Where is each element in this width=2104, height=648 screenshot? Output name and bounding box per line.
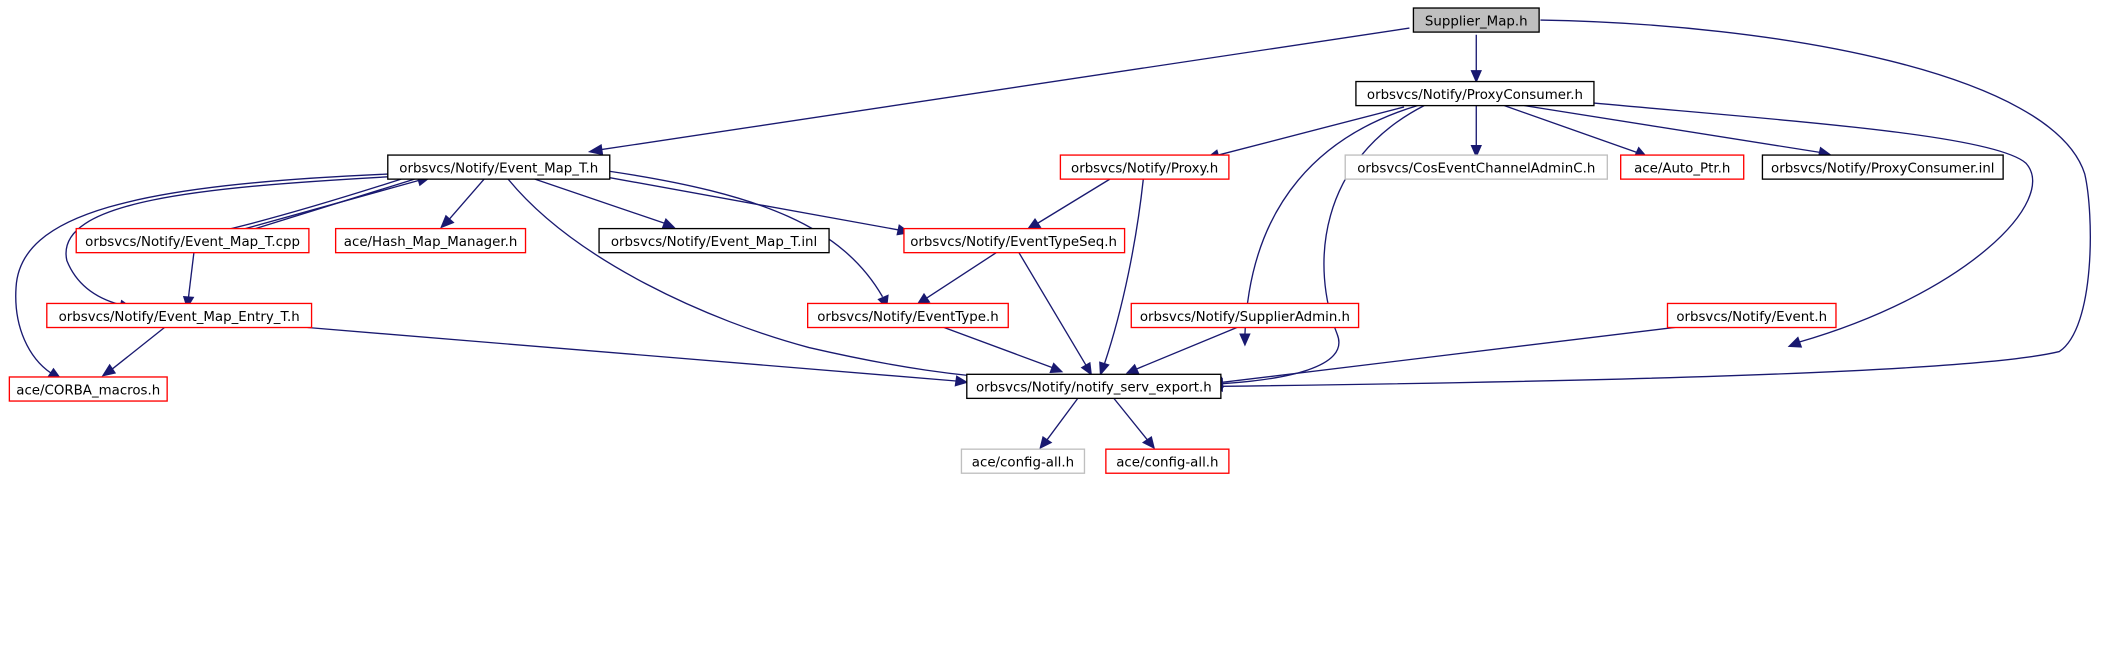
- edge-supplier-admin-to-notify-serv-export: [1125, 326, 1238, 375]
- edge-event-map-t-h-to-hash-map-manager: [440, 178, 485, 229]
- svg-text:orbsvcs/Notify/ProxyConsumer.h: orbsvcs/Notify/ProxyConsumer.h: [1367, 88, 1583, 103]
- node-supplier-map-h[interactable]: Supplier_Map.h: [1412, 7, 1540, 33]
- node-event-map-t-inl[interactable]: orbsvcs/Notify/Event_Map_T.inl: [598, 227, 830, 254]
- svg-text:orbsvcs/Notify/Proxy.h: orbsvcs/Notify/Proxy.h: [1071, 161, 1218, 176]
- edge-proxy-to-notify-serv-export: [1099, 179, 1144, 377]
- edge-event-map-t-h-to-corba-macros: [15, 173, 395, 380]
- edge-event-to-notify-serv-export: [1209, 325, 1685, 388]
- edge-event-type-to-notify-serv-export: [943, 326, 1064, 374]
- svg-text:orbsvcs/Notify/Event_Map_Entry: orbsvcs/Notify/Event_Map_Entry_T.h: [59, 310, 300, 325]
- svg-text:orbsvcs/Notify/SupplierAdmin.h: orbsvcs/Notify/SupplierAdmin.h: [1140, 310, 1350, 325]
- edge-supplier-map-to-proxy-consumer: [1470, 34, 1482, 84]
- node-notify-serv-export-h[interactable]: orbsvcs/Notify/notify_serv_export.h: [966, 373, 1222, 400]
- node-proxy-consumer-h[interactable]: orbsvcs/Notify/ProxyConsumer.h: [1355, 80, 1595, 107]
- node-auto-ptr-h[interactable]: ace/Auto_Ptr.h: [1620, 154, 1745, 180]
- edge-event-map-t-h-to-event-map-t-inl: [534, 178, 676, 229]
- edge-event-map-entry-t-h-to-notify-serv-export: [307, 326, 969, 387]
- edge-proxy-consumer-to-proxy-consumer-inl: [1524, 104, 1833, 158]
- node-config-all-h-red[interactable]: ace/config-all.h: [1105, 448, 1230, 474]
- edge-event-map-t-cpp-to-event-map-entry-t-h: [182, 252, 195, 310]
- svg-text:ace/Hash_Map_Manager.h: ace/Hash_Map_Manager.h: [344, 235, 518, 250]
- edge-event-type-seq-to-notify-serv-export: [1018, 252, 1092, 376]
- svg-text:Supplier_Map.h: Supplier_Map.h: [1425, 14, 1528, 29]
- node-event-map-t-cpp[interactable]: orbsvcs/Notify/Event_Map_T.cpp: [75, 227, 310, 254]
- edge-event-type-seq-to-event-type: [915, 252, 997, 306]
- svg-text:orbsvcs/Notify/Event_Map_T.inl: orbsvcs/Notify/Event_Map_T.inl: [611, 235, 817, 250]
- edge-event-map-t-h-to-event-type-seq: [588, 173, 911, 236]
- node-cos-event-channel-admin-c-h[interactable]: orbsvcs/CosEventChannelAdminC.h: [1344, 154, 1608, 180]
- node-proxy-h[interactable]: orbsvcs/Notify/Proxy.h: [1059, 154, 1230, 180]
- svg-text:orbsvcs/Notify/Event.h: orbsvcs/Notify/Event.h: [1676, 310, 1827, 325]
- node-supplier-admin-h[interactable]: orbsvcs/Notify/SupplierAdmin.h: [1130, 302, 1360, 329]
- svg-text:ace/CORBA_macros.h: ace/CORBA_macros.h: [16, 383, 160, 398]
- node-event-type-h[interactable]: orbsvcs/Notify/EventType.h: [807, 302, 1009, 329]
- edge-notify-serv-export-to-config-all-gray: [1039, 397, 1079, 450]
- node-event-type-seq-h[interactable]: orbsvcs/Notify/EventTypeSeq.h: [903, 227, 1126, 254]
- edge-proxy-consumer-to-event: [1577, 100, 2034, 348]
- svg-text:orbsvcs/CosEventChannelAdminC.: orbsvcs/CosEventChannelAdminC.h: [1357, 161, 1595, 176]
- node-event-map-entry-t-h[interactable]: orbsvcs/Notify/Event_Map_Entry_T.h: [46, 302, 313, 329]
- node-event-h[interactable]: orbsvcs/Notify/Event.h: [1666, 302, 1837, 329]
- edge-event-map-entry-t-h-to-corba-macros: [101, 326, 165, 377]
- edge-notify-serv-export-to-config-all-red: [1113, 397, 1156, 450]
- svg-text:orbsvcs/Notify/Event_Map_T.h: orbsvcs/Notify/Event_Map_T.h: [399, 161, 598, 176]
- node-hash-map-manager-h[interactable]: ace/Hash_Map_Manager.h: [334, 227, 527, 254]
- svg-text:ace/config-all.h: ace/config-all.h: [972, 456, 1074, 471]
- edge-proxy-consumer-to-proxy: [1205, 106, 1405, 161]
- node-proxy-consumer-inl[interactable]: orbsvcs/Notify/ProxyConsumer.inl: [1761, 154, 2004, 180]
- edge-supplier-map-to-notify-serv-export: [1209, 19, 2091, 393]
- node-corba-macros-h[interactable]: ace/CORBA_macros.h: [8, 376, 168, 402]
- edge-proxy-consumer-to-cos-event-channel: [1470, 105, 1482, 159]
- svg-text:ace/Auto_Ptr.h: ace/Auto_Ptr.h: [1634, 161, 1730, 176]
- svg-text:orbsvcs/Notify/notify_serv_exp: orbsvcs/Notify/notify_serv_export.h: [976, 381, 1212, 396]
- svg-text:orbsvcs/Notify/ProxyConsumer.i: orbsvcs/Notify/ProxyConsumer.inl: [1771, 161, 1994, 176]
- edge-proxy-consumer-to-supplier-admin: [1239, 104, 1418, 347]
- node-event-map-t-h[interactable]: orbsvcs/Notify/Event_Map_T.h: [387, 154, 611, 180]
- svg-text:ace/config-all.h: ace/config-all.h: [1116, 456, 1218, 471]
- svg-text:orbsvcs/Notify/Event_Map_T.cpp: orbsvcs/Notify/Event_Map_T.cpp: [85, 235, 300, 250]
- edge-proxy-to-event-type-seq: [1026, 178, 1111, 230]
- edge-supplier-map-to-event-map-t-h: [587, 27, 1410, 156]
- node-config-all-h-gray[interactable]: ace/config-all.h: [960, 448, 1086, 474]
- svg-text:orbsvcs/Notify/EventTypeSeq.h: orbsvcs/Notify/EventTypeSeq.h: [910, 235, 1117, 250]
- svg-text:orbsvcs/Notify/EventType.h: orbsvcs/Notify/EventType.h: [817, 310, 999, 325]
